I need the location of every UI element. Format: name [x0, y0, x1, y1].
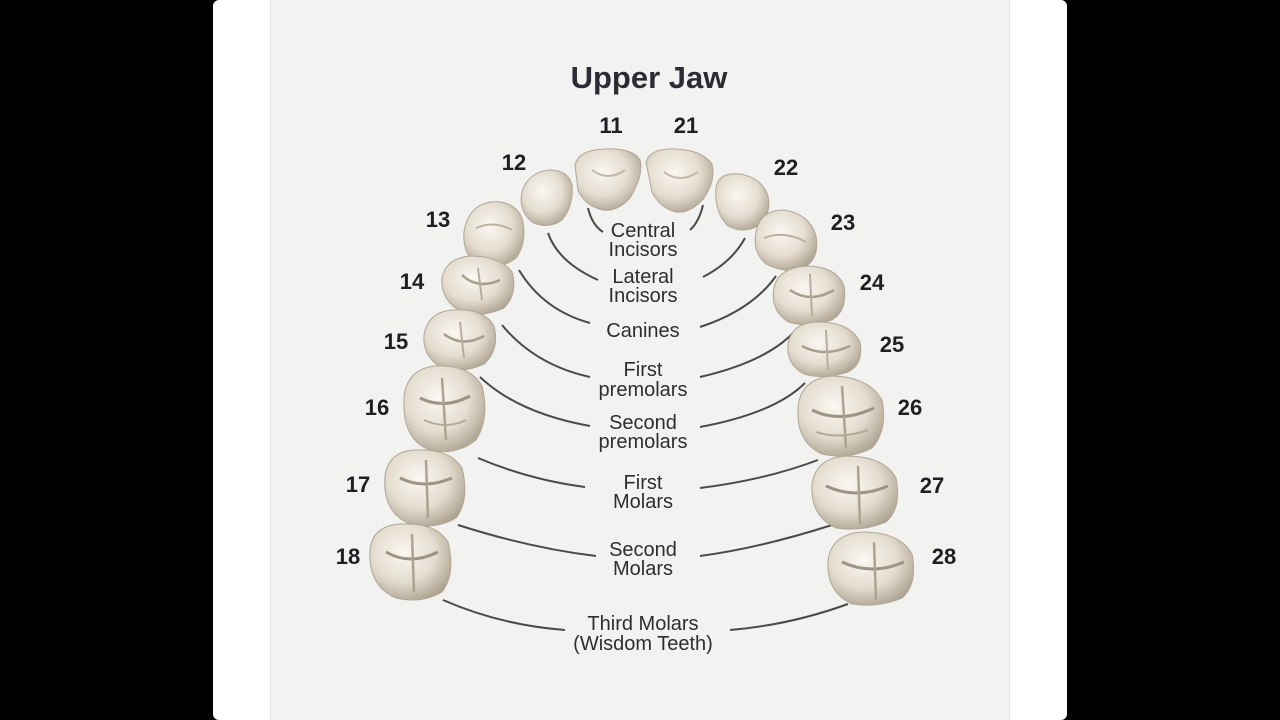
label-lateral-incisors-line1: Lateral: [612, 266, 673, 288]
label-central-incisors-line2: Incisors: [609, 239, 678, 261]
tooth-group-labels: Central Incisors Lateral Incisors Canine…: [573, 220, 713, 655]
connector-central-right: [689, 204, 704, 231]
tooth-17: [384, 449, 466, 527]
teeth: [369, 148, 915, 606]
tooth-12: [520, 169, 573, 226]
tooth-number-23: 23: [831, 210, 855, 235]
connector-canine-right: [699, 275, 777, 328]
label-third-molars-line2: (Wisdom Teeth): [573, 633, 713, 655]
connector-first-premolar-right: [699, 332, 794, 378]
tooth-number-28: 28: [932, 544, 956, 569]
label-second-molars-line2: Molars: [613, 558, 673, 580]
tooth-14: [441, 255, 515, 315]
tooth-number-15: 15: [384, 329, 408, 354]
tooth-21: [645, 148, 714, 213]
tooth-number-27: 27: [920, 473, 944, 498]
connector-central-left: [587, 207, 604, 233]
tooth-26: [797, 375, 885, 457]
tooth-number-22: 22: [774, 155, 798, 180]
connector-first-molar-left: [477, 457, 586, 488]
label-first-molars-line2: Molars: [613, 491, 673, 513]
label-second-premolars-line1: Second: [609, 412, 677, 434]
tooth-number-16: 16: [365, 395, 389, 420]
tooth-number-12: 12: [502, 150, 526, 175]
tooth-number-18: 18: [336, 544, 360, 569]
tooth-28: [827, 531, 915, 606]
label-first-molars-line1: First: [624, 472, 663, 494]
tooth-24: [772, 265, 846, 326]
tooth-27: [811, 455, 899, 530]
label-second-premolars-line2: premolars: [599, 431, 688, 453]
tooth-15: [423, 309, 497, 371]
tooth-number-24: 24: [860, 270, 885, 295]
label-first-premolars-line2: premolars: [599, 379, 688, 401]
tooth-18: [369, 523, 452, 601]
label-first-premolars-line1: First: [624, 359, 663, 381]
label-third-molars-line1: Third Molars: [587, 613, 698, 635]
tooth-number-25: 25: [880, 332, 904, 357]
label-canines: Canines: [606, 320, 679, 342]
connector-second-molar-right: [699, 524, 833, 557]
tooth-25: [787, 321, 862, 378]
tooth-22: [715, 173, 770, 231]
label-central-incisors-line1: Central: [611, 220, 675, 242]
tooth-11: [574, 148, 642, 211]
tooth-number-26: 26: [898, 395, 922, 420]
diagram-title: Upper Jaw: [571, 60, 729, 95]
tooth-number-21: 21: [674, 113, 698, 138]
connector-lateral-right: [702, 237, 746, 278]
connector-first-molar-right: [699, 459, 819, 489]
tooth-number-17: 17: [346, 472, 370, 497]
label-lateral-incisors-line2: Incisors: [609, 285, 678, 307]
connector-canine-left: [518, 269, 591, 324]
connector-second-molar-left: [457, 524, 597, 557]
connector-lateral-left: [547, 232, 599, 281]
tooth-16: [403, 365, 486, 453]
connector-second-premolar-right: [699, 382, 806, 428]
connector-first-premolar-left: [501, 324, 591, 378]
tooth-number-11: 11: [599, 113, 622, 138]
connector-third-molar-right: [729, 603, 849, 631]
tooth-numbers: 11 12 13 14 15 16 17 18 21 22 23 24 25 2…: [336, 113, 956, 569]
tooth-number-13: 13: [426, 207, 450, 232]
connector-lines: [442, 204, 849, 631]
tooth-number-14: 14: [400, 269, 425, 294]
tooth-23: [754, 209, 818, 271]
connector-second-premolar-left: [479, 376, 591, 427]
tooth-13: [463, 201, 525, 268]
connector-third-molar-left: [442, 599, 566, 631]
label-second-molars-line1: Second: [609, 539, 677, 561]
